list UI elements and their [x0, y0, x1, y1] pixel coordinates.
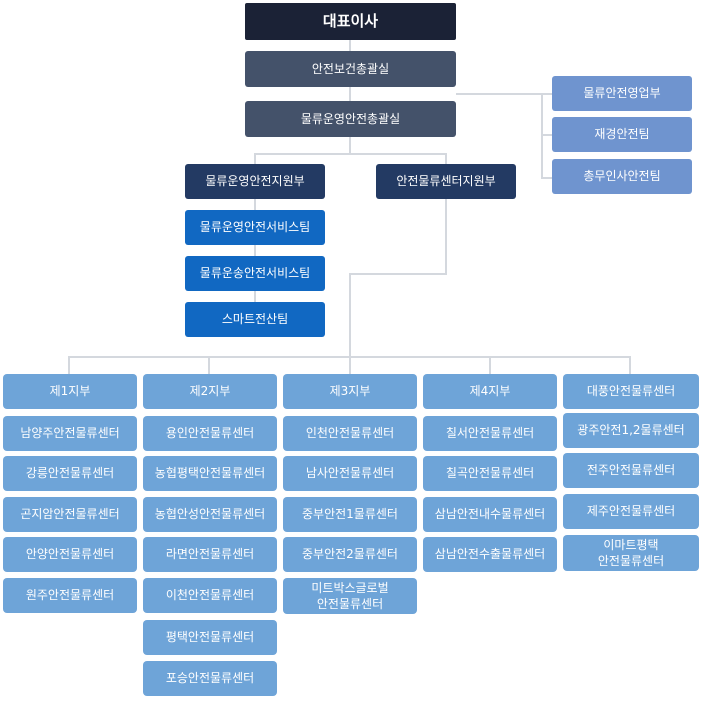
center-node: 삼남안전수출물류센터: [423, 537, 557, 572]
division-header: 제1지부: [3, 374, 137, 409]
connector-line: [254, 153, 256, 165]
connector-line: [489, 356, 491, 374]
staff-unit-node: 물류안전영업부: [552, 76, 692, 111]
staff-unit-node: 총무인사안전팀: [552, 159, 692, 194]
staff-unit-node: 재경안전팀: [552, 117, 692, 152]
center-node: 농협안성안전물류센터: [143, 497, 277, 532]
connector-line: [541, 134, 552, 136]
connector-line: [541, 177, 552, 179]
center-node: 중부안전1물류센터: [283, 497, 417, 532]
center-node: 용인안전물류센터: [143, 416, 277, 451]
connector-line: [349, 356, 351, 374]
connector-line: [208, 356, 210, 374]
center-node: 남양주안전물류센터: [3, 416, 137, 451]
center-node: 전주안전물류센터: [563, 453, 699, 488]
center-node: 평택안전물류센터: [143, 620, 277, 655]
division-header: 제3지부: [283, 374, 417, 409]
center-node: 농협평택안전물류센터: [143, 456, 277, 491]
center-node: 칠곡안전물류센터: [423, 456, 557, 491]
center-node: 강릉안전물류센터: [3, 456, 137, 491]
connector-line: [349, 273, 351, 357]
connector-line: [349, 40, 351, 56]
connector-line: [456, 93, 552, 95]
ops-team-node: 물류운영안전서비스팀: [185, 210, 325, 245]
center-node: 원주안전물류센터: [3, 578, 137, 613]
center-node: 제주안전물류센터: [563, 494, 699, 529]
center-node: 광주안전1,2물류센터: [563, 413, 699, 448]
connector-line: [254, 199, 256, 309]
center-node: 칠서안전물류센터: [423, 416, 557, 451]
center-node: 미트박스글로벌 안전물류센터: [283, 578, 417, 614]
center-node: 라면안전물류센터: [143, 537, 277, 572]
center-node: 곤지암안전물류센터: [3, 497, 137, 532]
connector-line: [445, 199, 447, 274]
connector-line: [445, 153, 447, 165]
center-node: 남사안전물류센터: [283, 456, 417, 491]
connector-line: [68, 356, 70, 374]
center-node: 인천안전물류센터: [283, 416, 417, 451]
logistics-ops-office-node: 물류운영안전총괄실: [245, 101, 456, 137]
connector-line: [629, 356, 631, 374]
ops-team-node: 물류운송안전서비스팀: [185, 256, 325, 291]
connector-line: [254, 153, 446, 155]
division-header: 대풍안전물류센터: [563, 374, 699, 409]
center-node: 포승안전물류센터: [143, 661, 277, 696]
ceo-node: 대표이사: [245, 3, 456, 40]
ops-team-node: 스마트전산팀: [185, 302, 325, 337]
connector-line: [349, 86, 351, 102]
ops-support-node: 물류운영안전지원부: [185, 164, 325, 199]
center-node: 이마트평택 안전물류센터: [563, 535, 699, 571]
center-support-node: 안전물류센터지원부: [376, 164, 516, 199]
safety-health-office-node: 안전보건총괄실: [245, 51, 456, 87]
connector-line: [349, 136, 351, 154]
division-header: 제4지부: [423, 374, 557, 409]
center-node: 이천안전물류센터: [143, 578, 277, 613]
center-node: 중부안전2물류센터: [283, 537, 417, 572]
connector-line: [349, 273, 447, 275]
center-node: 삼남안전내수물류센터: [423, 497, 557, 532]
center-node: 안양안전물류센터: [3, 537, 137, 572]
division-header: 제2지부: [143, 374, 277, 409]
